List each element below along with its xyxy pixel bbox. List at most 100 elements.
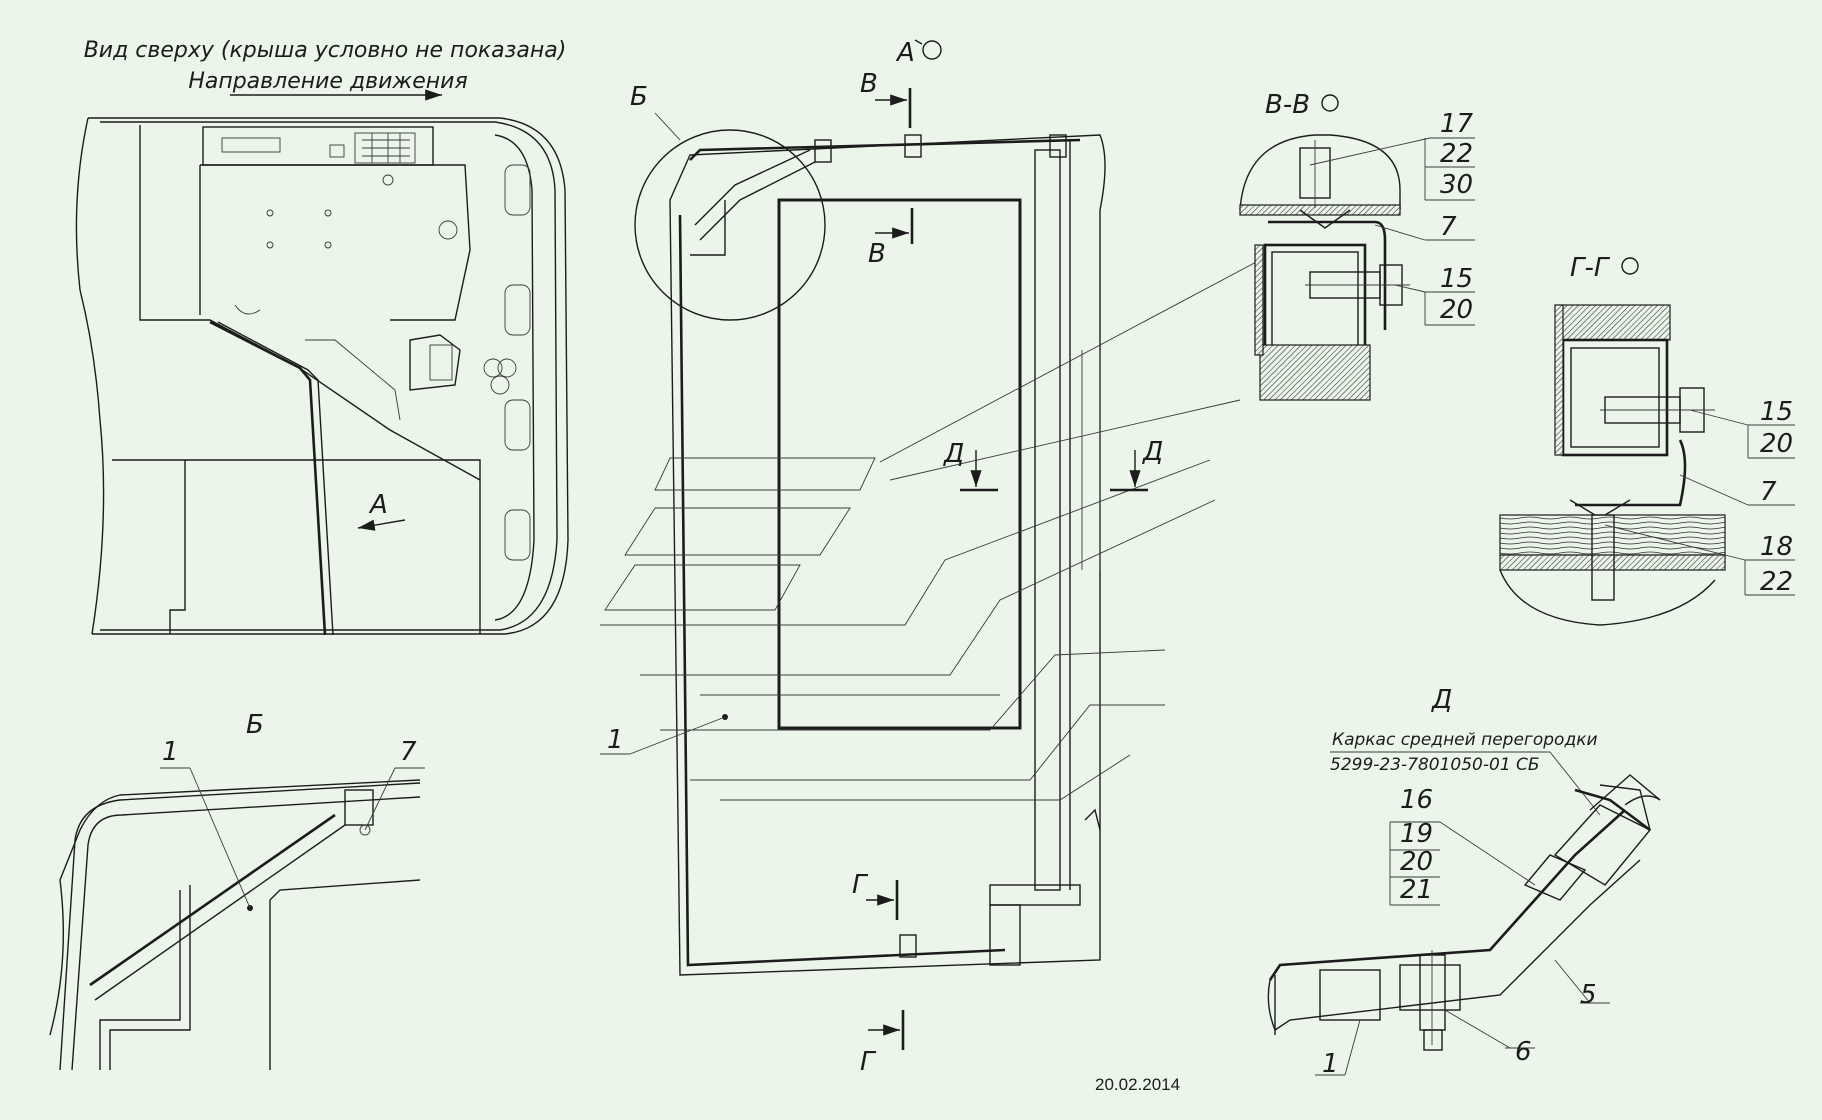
button-cluster bbox=[329, 132, 416, 186]
cab-inner-outline bbox=[100, 121, 558, 631]
svg-text:В: В bbox=[860, 69, 878, 99]
frame-left-bottom bbox=[678, 214, 1006, 967]
vv-roof-panel bbox=[1239, 204, 1401, 216]
d-pos-1: 1 bbox=[1322, 1049, 1339, 1079]
seat-box bbox=[185, 459, 481, 634]
pedal-block bbox=[409, 334, 461, 391]
cut-d-left: Д bbox=[943, 439, 998, 492]
view-d: Д Каркас средней перегородки 5299-23-780… bbox=[1267, 685, 1661, 1079]
frame-title: Каркас средней перегородки bbox=[1332, 730, 1598, 750]
cut-v-top: В bbox=[860, 69, 912, 128]
frame-designation: 5299-23-7801050-01 СБ bbox=[1330, 755, 1540, 775]
d-profile-outer bbox=[1268, 809, 1626, 981]
detail-b-break bbox=[49, 779, 421, 1036]
section-vv: В-В 17 22 30 7 15 20 bbox=[1239, 90, 1475, 401]
cut-g-lower: Г bbox=[860, 1010, 905, 1077]
vv-leader-1 bbox=[879, 259, 1261, 463]
window-opening bbox=[777, 198, 1022, 730]
gg-break-bottom bbox=[1499, 569, 1716, 626]
frame-brace bbox=[694, 149, 811, 226]
cut-d-right: Д bbox=[1110, 437, 1163, 492]
d-pos-6: 6 bbox=[1515, 1037, 1532, 1067]
cut-v-mid: В bbox=[868, 208, 914, 269]
gg-wood-floor bbox=[1499, 514, 1726, 556]
floor-hole bbox=[438, 220, 458, 240]
gg-screw-18 bbox=[1591, 514, 1615, 601]
detail-b-bracket bbox=[344, 789, 374, 826]
vv-pos-17: 17 bbox=[1440, 109, 1474, 139]
svg-text:Г: Г bbox=[852, 870, 869, 900]
frame-outline bbox=[669, 134, 1106, 976]
floor-plate bbox=[200, 164, 471, 321]
d-bolt-6 bbox=[1419, 954, 1446, 1031]
cab-outline bbox=[88, 117, 569, 635]
gg-pos-18: 18 bbox=[1760, 532, 1793, 562]
vv-insulation bbox=[1259, 344, 1371, 401]
frame-foot bbox=[989, 884, 1081, 906]
diagonal-partition-inner bbox=[217, 321, 334, 636]
date-stamp: 20.02.2014 bbox=[1095, 1075, 1180, 1094]
d-bolt-16 bbox=[1523, 854, 1587, 901]
vv-pos-30: 30 bbox=[1440, 170, 1473, 200]
d-pos-21: 21 bbox=[1400, 875, 1433, 905]
view-a-label-top: А bbox=[368, 490, 388, 520]
b-pos-1: 1 bbox=[162, 737, 179, 767]
vv-pos-7: 7 bbox=[1440, 212, 1457, 242]
vv-pos-20: 20 bbox=[1440, 295, 1473, 325]
d-pos-16: 16 bbox=[1400, 785, 1433, 815]
detail-b-callout: Б bbox=[630, 82, 648, 112]
frame-post bbox=[1034, 149, 1061, 891]
display bbox=[221, 137, 281, 153]
d-pos-19: 19 bbox=[1400, 819, 1433, 849]
svg-text:Г: Г bbox=[860, 1047, 877, 1077]
gg-pos-22: 22 bbox=[1760, 567, 1793, 597]
view-a-title: А bbox=[895, 38, 915, 68]
ghost-lines bbox=[600, 457, 1216, 801]
partition-upper bbox=[139, 125, 481, 481]
vv-pos-15: 15 bbox=[1440, 264, 1473, 294]
seat-block bbox=[112, 459, 186, 634]
gg-pos-15: 15 bbox=[1760, 397, 1793, 427]
detail-b-title: Б bbox=[246, 710, 264, 740]
gg-bracket-7 bbox=[1575, 439, 1687, 507]
d-pos-5: 5 bbox=[1580, 980, 1597, 1010]
detail-b-brace-2 bbox=[94, 824, 346, 1001]
rotate-symbol bbox=[922, 40, 942, 60]
section-gg: Г-Г 15 20 7 18 22 bbox=[1499, 253, 1795, 626]
detail-b-edge bbox=[99, 890, 181, 1070]
diagonal-partition bbox=[209, 320, 327, 636]
detail-b-circle bbox=[634, 129, 826, 321]
view-a-arrow bbox=[357, 519, 406, 531]
d-profile-inner bbox=[1274, 859, 1641, 1031]
detail-b-brace bbox=[89, 813, 336, 987]
gg-upper-insulation bbox=[1559, 304, 1671, 341]
top-view-caption: Вид сверху (крыша условно не показана) bbox=[84, 38, 567, 63]
detail-b-edge-2 bbox=[109, 885, 191, 1070]
gg-pos-20: 20 bbox=[1760, 429, 1793, 459]
side-channel bbox=[494, 134, 535, 621]
section-gg-title: Г-Г bbox=[1570, 253, 1611, 283]
vv-tube bbox=[1263, 243, 1367, 357]
svg-text:В: В bbox=[868, 239, 886, 269]
view-a: А Б bbox=[600, 38, 1261, 1077]
break-line bbox=[75, 117, 105, 635]
svg-text:Д: Д bbox=[1142, 437, 1163, 467]
detail-b-panel bbox=[269, 879, 421, 901]
gg-pos-7: 7 bbox=[1760, 477, 1777, 507]
top-view: Вид сверху (крыша условно не показана) Н… bbox=[75, 38, 569, 636]
section-vv-title: В-В bbox=[1265, 90, 1310, 120]
cut-g-upper: Г bbox=[852, 870, 899, 920]
vv-bracket-7 bbox=[1268, 220, 1387, 330]
d-tube-upper bbox=[1553, 804, 1652, 886]
b-pos-7: 7 bbox=[400, 737, 417, 767]
main-pos-1: 1 bbox=[607, 725, 624, 755]
view-d-title: Д bbox=[1431, 685, 1452, 715]
frame-top bbox=[689, 138, 1081, 161]
detail-b-outer bbox=[59, 782, 421, 1071]
d-pos-20: 20 bbox=[1400, 847, 1433, 877]
vv-break-top bbox=[1239, 134, 1401, 211]
direction-caption: Направление движения bbox=[188, 69, 467, 94]
vv-pos-22: 22 bbox=[1440, 139, 1473, 169]
d-tube-left bbox=[1319, 969, 1381, 1021]
